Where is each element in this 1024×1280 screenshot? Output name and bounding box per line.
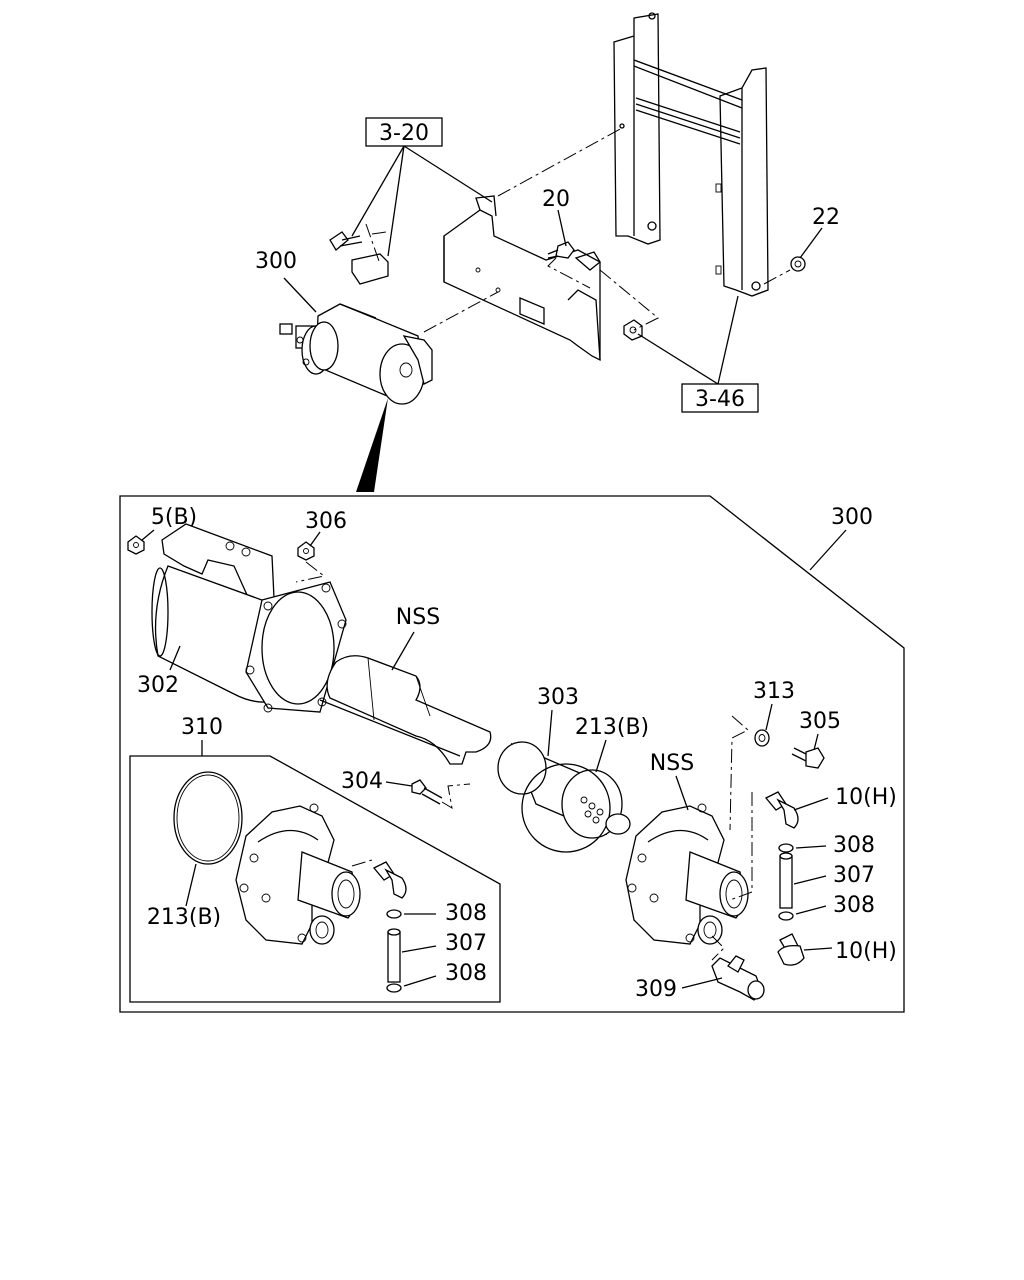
label-213b-1[interactable]: 213(B) xyxy=(575,715,649,740)
label-10h-1[interactable]: 10(H) xyxy=(835,785,897,810)
ref-label-3-20: 3-20 xyxy=(379,121,429,146)
clamp-308-subkit-lower xyxy=(386,983,402,993)
label-nss-right[interactable]: NSS xyxy=(650,751,694,776)
assembly-lines-top xyxy=(365,127,791,333)
clamp-308-right-upper xyxy=(778,843,794,853)
hose-307-subkit xyxy=(387,928,401,983)
label-305[interactable]: 305 xyxy=(799,709,841,734)
label-22[interactable]: 22 xyxy=(812,205,840,230)
bolt-305 xyxy=(791,747,825,769)
label-213b-2[interactable]: 213(B) xyxy=(147,905,221,930)
explode-arrow xyxy=(356,398,388,492)
label-307-r[interactable]: 307 xyxy=(833,863,875,888)
ref-label-3-46: 3-46 xyxy=(695,387,745,412)
label-300-box[interactable]: 300 xyxy=(831,505,873,530)
leaders-top xyxy=(283,145,823,385)
bolt-304 xyxy=(411,779,443,805)
label-nss-left[interactable]: NSS xyxy=(396,605,440,630)
label-304[interactable]: 304 xyxy=(341,769,383,794)
heater-assembly-top xyxy=(279,303,433,405)
label-303[interactable]: 303 xyxy=(537,685,579,710)
nut-3-46 xyxy=(623,319,643,341)
fitting-10h-lower xyxy=(777,933,805,966)
bolt-3-20 xyxy=(329,231,389,285)
fitting-subkit xyxy=(372,861,407,899)
label-308-r1[interactable]: 308 xyxy=(833,833,875,858)
subkit-310-frame xyxy=(129,755,501,1003)
nss-shield-left xyxy=(319,655,492,765)
bolt-20 xyxy=(547,241,575,259)
nut-306 xyxy=(297,541,315,561)
fitting-10h-upper xyxy=(764,791,799,829)
label-309[interactable]: 309 xyxy=(635,977,677,1002)
clamp-308-right-lower xyxy=(778,911,794,921)
label-308-i1[interactable]: 308 xyxy=(445,901,487,926)
label-300-top[interactable]: 300 xyxy=(255,249,297,274)
housing-302 xyxy=(151,523,347,713)
ref-box-3-20[interactable]: 3-20 xyxy=(365,117,443,147)
label-308-r2[interactable]: 308 xyxy=(833,893,875,918)
washer-313 xyxy=(754,729,770,747)
clamp-308-subkit-upper xyxy=(386,909,402,919)
label-302[interactable]: 302 xyxy=(137,673,179,698)
label-313[interactable]: 313 xyxy=(753,679,795,704)
nut-5b xyxy=(127,535,145,555)
label-306[interactable]: 306 xyxy=(305,509,347,534)
exploded-view-frame xyxy=(119,495,905,1013)
frame-bracket xyxy=(613,12,769,297)
hose-307-right xyxy=(779,852,793,909)
filter-303 xyxy=(497,741,631,853)
nut-22 xyxy=(790,256,806,272)
valve-309 xyxy=(711,955,765,1001)
ref-box-3-46[interactable]: 3-46 xyxy=(681,383,759,413)
label-10h-2[interactable]: 10(H) xyxy=(835,939,897,964)
label-20[interactable]: 20 xyxy=(542,187,570,212)
label-310[interactable]: 310 xyxy=(181,715,223,740)
mounting-bracket xyxy=(443,195,601,362)
o-ring-213b xyxy=(173,771,243,865)
end-cover-right xyxy=(625,803,749,945)
label-307-i[interactable]: 307 xyxy=(445,931,487,956)
end-cover-subkit xyxy=(235,803,361,945)
label-308-i2[interactable]: 308 xyxy=(445,961,487,986)
